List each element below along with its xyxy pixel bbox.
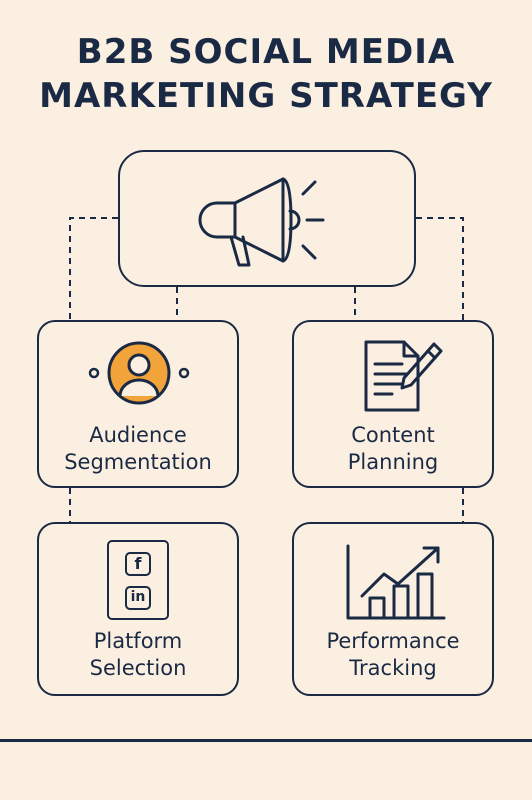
card-label-line-1: Audience	[89, 423, 187, 447]
bottom-divider	[0, 739, 532, 742]
facebook-icon: f	[125, 552, 151, 576]
card-platform-selection: f in Platform Selection	[37, 522, 239, 696]
card-label-line-1: Content	[351, 423, 435, 447]
card-label-line-2: Segmentation	[64, 450, 212, 474]
document-pen-icon	[364, 340, 443, 412]
social-platforms-icon: f in	[107, 540, 169, 620]
title-line-1: B2B SOCIAL MEDIA	[76, 32, 456, 72]
card-label: Content Planning	[294, 422, 492, 476]
user-icon	[88, 341, 190, 405]
hub-box	[118, 150, 416, 287]
megaphone-icon	[198, 177, 325, 267]
card-label-line-2: Planning	[347, 450, 439, 474]
page-title: B2B SOCIAL MEDIA MARKETING STRATEGY	[0, 30, 532, 118]
title-line-2: MARKETING STRATEGY	[39, 76, 493, 116]
connector-hub-content-outer	[416, 217, 464, 320]
card-label-line-1: Performance	[326, 629, 460, 653]
card-audience-segmentation: Audience Segmentation	[37, 320, 239, 488]
linkedin-icon: in	[125, 586, 151, 610]
card-label-line-1: Platform	[93, 629, 183, 653]
card-label: Platform Selection	[39, 628, 237, 682]
card-performance-tracking: Performance Tracking	[292, 522, 494, 696]
card-label-line-2: Selection	[89, 656, 187, 680]
facebook-glyph: f	[134, 554, 142, 573]
linkedin-glyph: in	[130, 589, 146, 605]
card-label: Audience Segmentation	[39, 422, 237, 476]
card-content-planning: Content Planning	[292, 320, 494, 488]
card-label-line-2: Tracking	[349, 656, 437, 680]
card-label: Performance Tracking	[294, 628, 492, 682]
growth-chart-icon	[346, 544, 446, 620]
connector-hub-audience-outer	[69, 217, 118, 320]
